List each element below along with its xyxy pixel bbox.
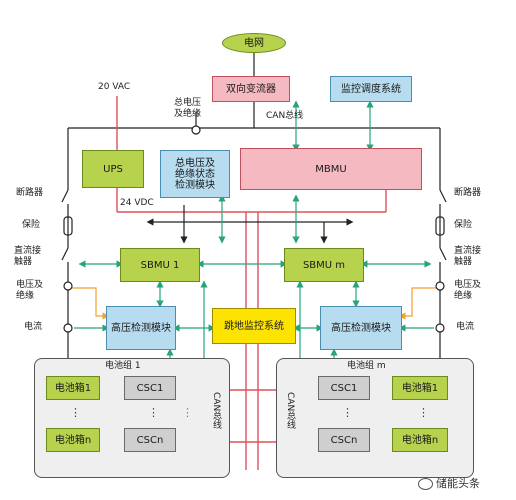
csc-n-right: CSCn (318, 428, 370, 452)
sensor-symbols (63, 125, 445, 333)
fuse-label-right: 保险 (454, 220, 473, 230)
battery-box-1-right: 电池箱1 (392, 376, 448, 400)
csc-1-right-label: CSC1 (330, 382, 358, 394)
power-frame (61, 52, 447, 360)
pack-1-title: 电池组 1 (105, 361, 141, 371)
sbmu-m-label: SBMU m (302, 259, 346, 271)
total-voltage-label: 总电压 及绝缘 (174, 98, 202, 119)
current-label-left: 电流 (24, 322, 43, 332)
contactor-label-left: 直流接 触器 (14, 246, 42, 267)
breaker-label-right: 断路器 (454, 188, 482, 198)
insulation-module-box: 总电压及 绝缘状态 检测模块 (160, 150, 230, 198)
csc-1-left: CSC1 (124, 376, 176, 400)
sbmu-m-box: SBMU m (284, 248, 364, 282)
hv-module-right-box: 高压检测模块 (320, 306, 402, 350)
ellipsis-left-csc: ⋮ (148, 406, 159, 419)
pcs-label: 双向变流器 (226, 83, 276, 95)
watermark-text: 储能头条 (436, 477, 480, 490)
ellipsis-right-box: ⋮ (418, 406, 429, 419)
breaker-label-left: 断路器 (16, 188, 44, 198)
voltage-insulation-label-right: 电压及 绝缘 (454, 280, 482, 301)
mbmu-label: MBMU (315, 163, 347, 175)
ups-label: UPS (103, 163, 123, 175)
current-label-right: 电流 (456, 322, 475, 332)
fire-system-label: 跳地监控系统 (224, 320, 284, 332)
hv-module-right-label: 高压检测模块 (331, 322, 391, 334)
battery-box-n-right-label: 电池箱n (401, 434, 439, 446)
pack-m-title: 电池组 m (347, 361, 386, 371)
hv-module-left-label: 高压检测模块 (111, 322, 171, 334)
vac-label: 20 VAC (98, 82, 131, 92)
battery-box-1-left: 电池箱1 (46, 376, 100, 400)
battery-box-n-left-label: 电池箱n (54, 434, 92, 446)
grid-node: 电网 (222, 33, 286, 53)
fire-system-box: 跳地监控系统 (212, 308, 296, 344)
internal-bus (146, 205, 354, 244)
contactor-label-right: 直流接 触器 (454, 246, 482, 267)
csc-n-left: CSCn (124, 428, 176, 452)
csc-n-left-label: CSCn (136, 434, 164, 446)
csc-1-right: CSC1 (318, 376, 370, 400)
can-bus-label-right: CAN总线 (285, 392, 295, 430)
insulation-module-label: 总电压及 绝缘状态 检测模块 (175, 157, 215, 191)
pcs-box: 双向变流器 (212, 76, 290, 102)
csc-n-right-label: CSCn (330, 434, 358, 446)
battery-box-1-left-label: 电池箱1 (54, 382, 92, 394)
mbmu-box: MBMU (240, 148, 422, 190)
sbmu-1-label: SBMU 1 (140, 259, 180, 271)
ups-box: UPS (82, 150, 144, 188)
can-bus-label-top: CAN总线 (266, 111, 304, 121)
battery-box-n-right: 电池箱n (392, 428, 448, 452)
grid-label: 电网 (244, 37, 264, 49)
measurement-lines (72, 287, 436, 320)
fuse-symbols (63, 216, 445, 236)
ellipsis-right-csc: ⋮ (342, 406, 353, 419)
battery-box-1-right-label: 电池箱1 (401, 382, 439, 394)
vdc-label: 24 VDC (120, 198, 154, 208)
watermark: 储能头条 (418, 478, 480, 490)
battery-box-n-left: 电池箱n (46, 428, 100, 452)
can-bus-label-left: CAN总线 (211, 392, 221, 430)
voltage-insulation-label-left: 电压及 绝缘 (16, 280, 44, 301)
dispatch-label: 监控调度系统 (341, 83, 401, 95)
dispatch-box: 监控调度系统 (330, 76, 412, 102)
ellipsis-left-red: ⋮ (182, 406, 193, 419)
sbmu-1-box: SBMU 1 (120, 248, 200, 282)
csc-1-left-label: CSC1 (136, 382, 164, 394)
wechat-icon (418, 478, 433, 490)
ellipsis-left-box: ⋮ (70, 406, 81, 419)
hv-module-left-box: 高压检测模块 (106, 306, 176, 350)
fuse-label-left: 保险 (22, 220, 41, 230)
